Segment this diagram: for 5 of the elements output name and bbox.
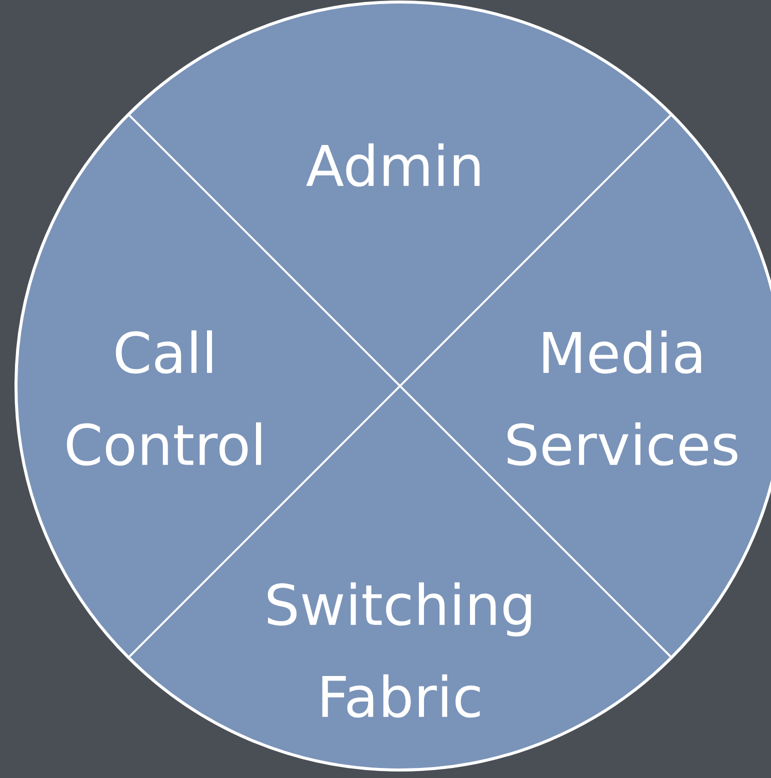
sector-label: Admin xyxy=(306,143,480,187)
sector-label: Switching Fabric xyxy=(268,582,531,718)
pie-circle xyxy=(14,0,771,772)
sector-label: Media Services xyxy=(508,330,738,466)
sector-label: Call Control xyxy=(66,330,262,466)
